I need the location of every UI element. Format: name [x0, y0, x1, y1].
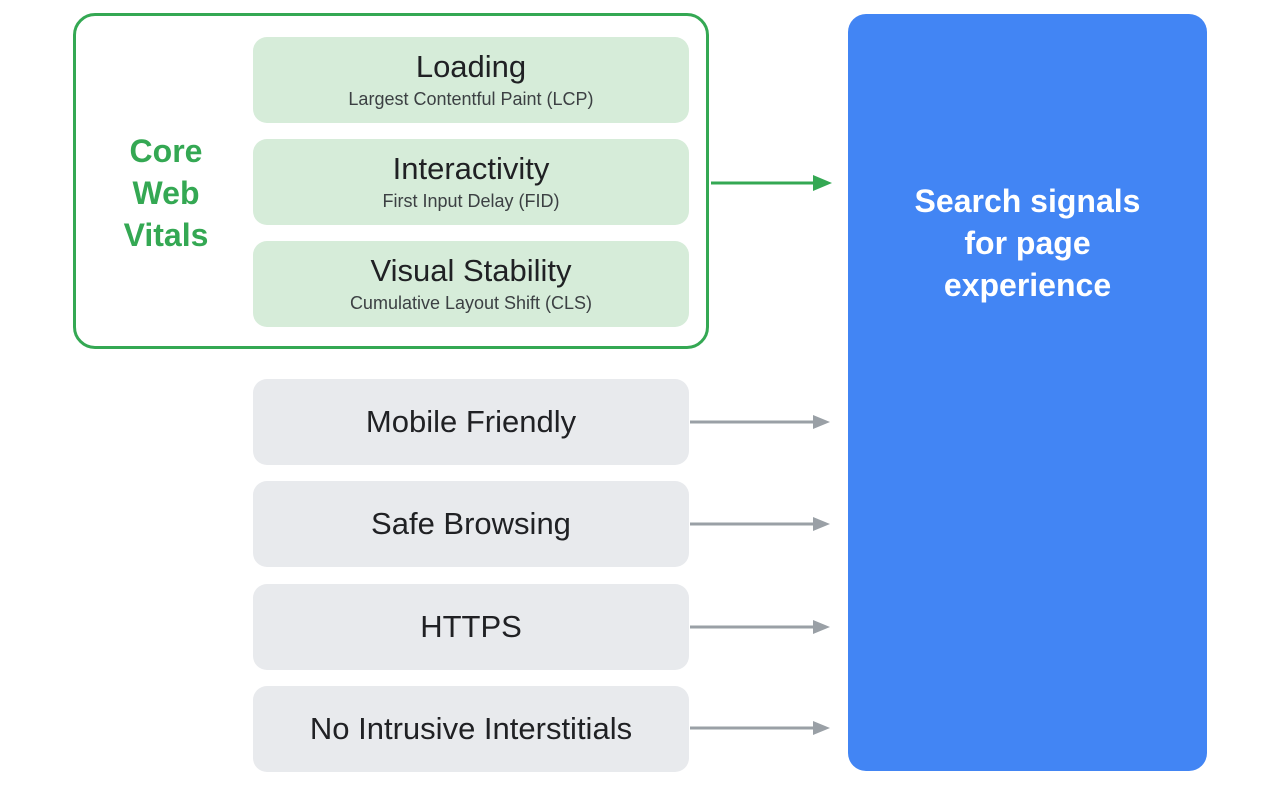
metric-title: Loading	[415, 49, 527, 84]
page-experience-label-line: for page	[964, 224, 1091, 261]
page-experience-label-line: experience	[943, 266, 1112, 303]
signal-box-mobile-friendly: Mobile Friendly	[253, 379, 689, 465]
core-web-vitals-label-line: Vitals	[123, 217, 209, 253]
core-web-vitals-label-line: Core	[129, 133, 203, 169]
core-web-vitals-label-line: Web	[132, 175, 200, 211]
metric-subtitle: First Input Delay (FID)	[382, 191, 560, 211]
metric-box-loading: Loading Largest Contentful Paint (LCP)	[253, 37, 689, 123]
signal-box-no-intrusive-interstitials: No Intrusive Interstitials	[253, 686, 689, 772]
no-intrusive-interstitials-arrow	[690, 721, 830, 735]
https-arrow	[690, 620, 830, 634]
safe-browsing-arrow	[690, 517, 830, 531]
core-web-vitals-arrow	[711, 175, 832, 191]
metric-title: Interactivity	[392, 151, 550, 186]
page-experience-label-line: Search signals	[914, 182, 1141, 219]
metric-subtitle: Largest Contentful Paint (LCP)	[348, 89, 594, 109]
page-experience-signals-box: Search signals for page experience	[848, 14, 1207, 771]
signal-box-safe-browsing: Safe Browsing	[253, 481, 689, 567]
metric-box-interactivity: Interactivity First Input Delay (FID)	[253, 139, 689, 225]
metric-box-visual-stability: Visual Stability Cumulative Layout Shift…	[253, 241, 689, 327]
metric-subtitle: Cumulative Layout Shift (CLS)	[349, 293, 593, 313]
page-experience-signals-label: Search signals for page experience	[878, 180, 1178, 306]
core-web-vitals-label: Core Web Vitals	[110, 130, 222, 256]
mobile-friendly-arrow	[690, 415, 830, 429]
metric-title: Visual Stability	[370, 253, 572, 288]
signal-box-https: HTTPS	[253, 584, 689, 670]
core-web-vitals-group	[73, 13, 709, 349]
